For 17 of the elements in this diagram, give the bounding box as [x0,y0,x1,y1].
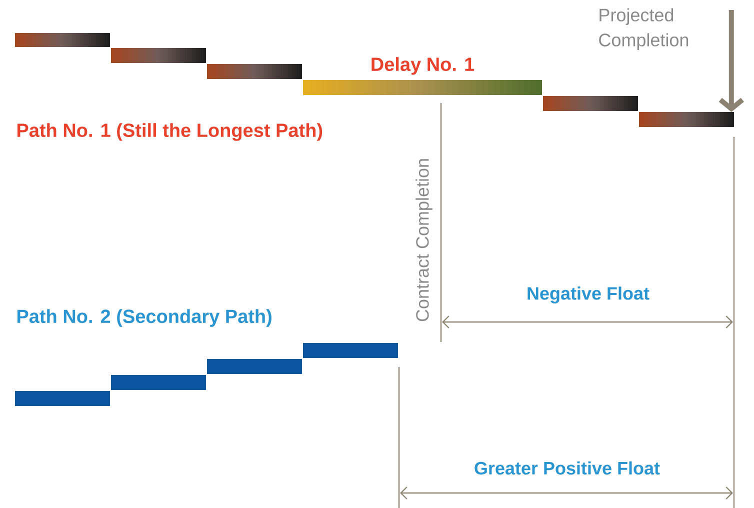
gantt-bar [207,359,302,374]
dimension-label: Greater Positive Float [474,461,660,475]
gantt-bar [639,112,734,127]
path-label: Path No. 2 (Secondary Path) [17,309,272,327]
path-label: Path No. 1 (Still the Longest Path) [17,123,322,141]
gantt-bar [303,343,398,358]
gantt-bar [111,48,206,63]
annotation-text: Projected Completion [599,8,688,50]
gantt-bar [111,375,206,390]
bar-label: Delay No. 1 [372,57,474,75]
gantt-bar [543,96,638,111]
arrow [718,10,744,112]
milestone-label: Contract Completion [416,159,432,322]
gantt-bar [207,64,302,79]
gantt-bar [15,391,110,406]
dimension-label: Negative Float [528,286,650,304]
gantt-bar [15,33,110,47]
